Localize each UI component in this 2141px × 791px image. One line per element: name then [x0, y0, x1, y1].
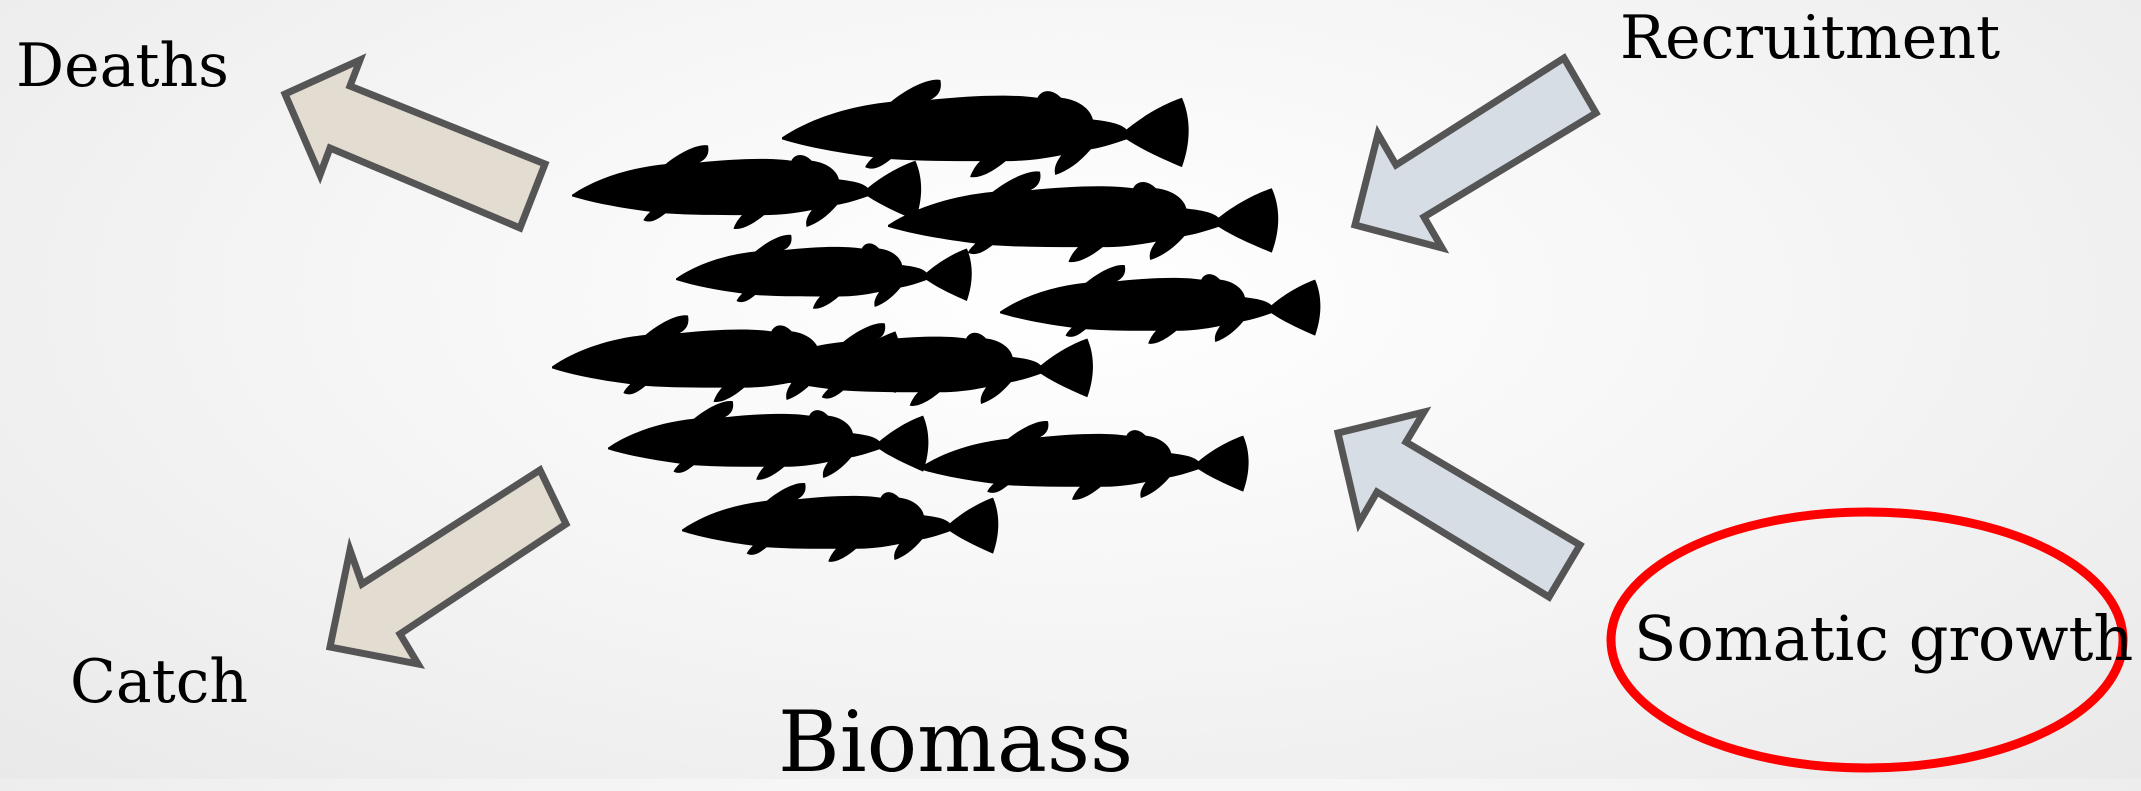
recruitment-arrow [1355, 58, 1596, 248]
somatic-growth-label: Somatic growth [1634, 608, 2133, 670]
catch-arrow [330, 470, 566, 664]
deaths-arrow [285, 60, 545, 228]
somatic-growth-arrow [1338, 412, 1580, 597]
fish-school-icon [552, 80, 1320, 562]
deaths-label: Deaths [16, 36, 229, 96]
recruitment-label: Recruitment [1620, 8, 2000, 68]
catch-label: Catch [70, 652, 248, 712]
biomass-label: Biomass [778, 700, 1133, 784]
